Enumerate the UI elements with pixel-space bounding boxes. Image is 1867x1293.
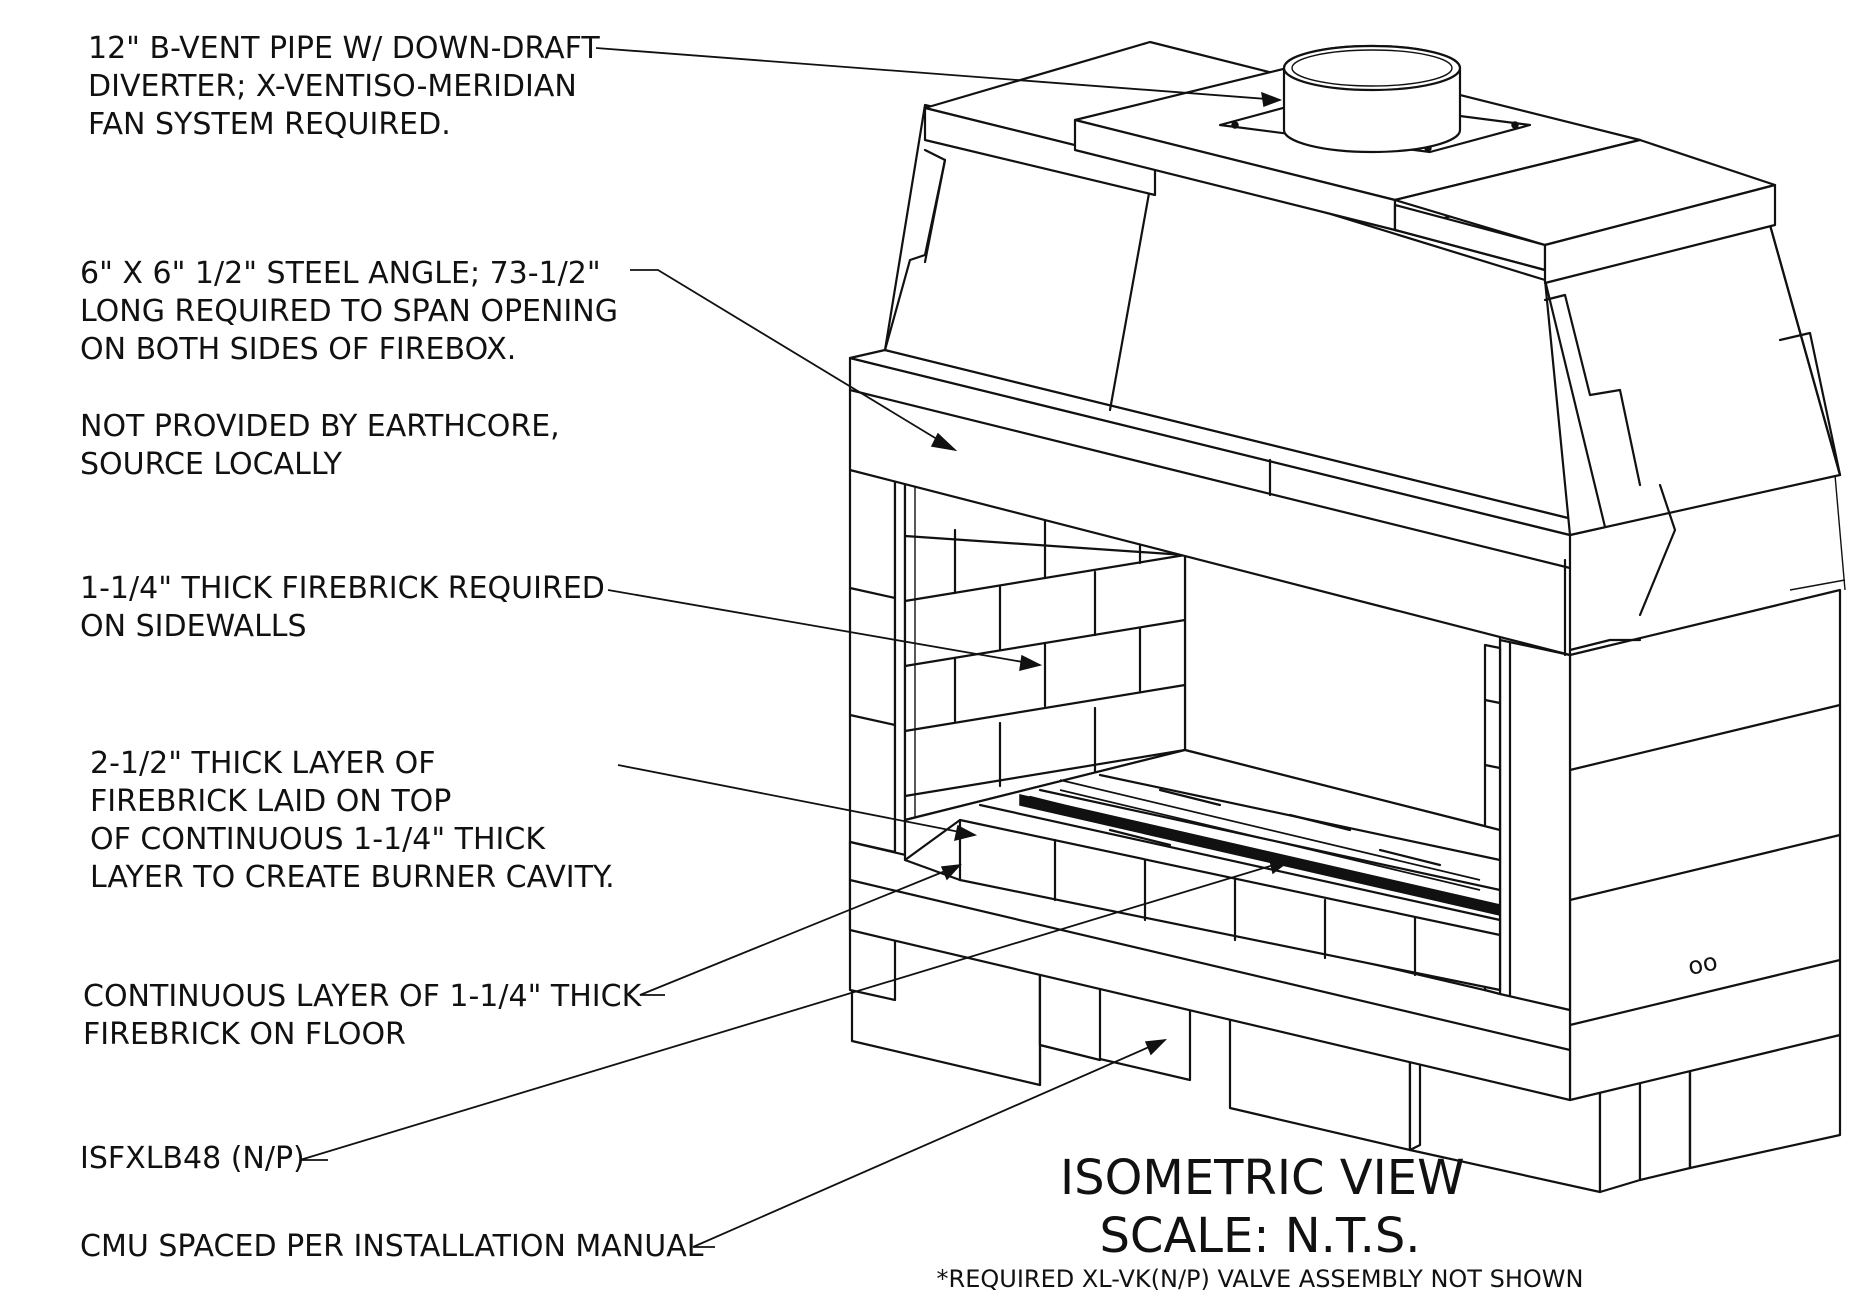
callout-steel-angle: 6" X 6" 1/2" STEEL ANGLE; 73-1/2" LONG R…	[80, 255, 618, 369]
callout-angle-line-1: 6" X 6" 1/2" STEEL ANGLE; 73-1/2"	[80, 256, 601, 291]
callout-angle-line-3: ON BOTH SIDES OF FIREBOX.	[80, 332, 517, 367]
leader-vent	[595, 47, 1281, 101]
callout-vent-line-3: FAN SYSTEM REQUIRED.	[88, 107, 451, 142]
callout-source-line-1: NOT PROVIDED BY EARTHCORE,	[80, 409, 560, 444]
callout-vent-pipe: 12" B-VENT PIPE W/ DOWN-DRAFT DIVERTER; …	[88, 30, 600, 144]
callout-burner-model: ISFXLB48 (N/P)	[80, 1140, 305, 1178]
callout-vent-line-2: DIVERTER; X-VENTISO-MERIDIAN	[88, 69, 577, 104]
callout-burner-line-1: 2-1/2" THICK LAYER OF	[90, 746, 436, 781]
callout-cmu: CMU SPACED PER INSTALLATION MANUAL	[80, 1228, 703, 1266]
callout-burner-line-4: LAYER TO CREATE BURNER CAVITY.	[90, 860, 615, 895]
callout-floor-firebrick: CONTINUOUS LAYER OF 1-1/4" THICK FIREBRI…	[83, 978, 641, 1054]
callout-burner-line-2: FIREBRICK LAID ON TOP	[90, 784, 452, 819]
firebox-interior	[903, 481, 1502, 996]
wall-marking: oo	[1685, 947, 1720, 980]
callout-floor-line-2: FIREBRICK ON FLOOR	[83, 1017, 406, 1052]
callout-sidewalls-line-1: 1-1/4" THICK FIREBRICK REQUIRED	[80, 571, 605, 606]
right-side-wall	[1568, 588, 1842, 1102]
callout-floor-line-1: CONTINUOUS LAYER OF 1-1/4" THICK	[83, 979, 642, 1014]
callout-burner-cavity: 2-1/2" THICK LAYER OF FIREBRICK LAID ON …	[90, 745, 615, 897]
lintel-band	[848, 348, 1607, 657]
smoke-chamber	[883, 103, 1846, 652]
footnote: *REQUIRED XL-VK(N/P) VALVE ASSEMBLY NOT …	[936, 1265, 1584, 1293]
leader-floor	[639, 864, 961, 996]
leader-cmu	[692, 1039, 1166, 1248]
view-title: ISOMETRIC VIEW	[1060, 1150, 1465, 1206]
callout-cmu-line-1: CMU SPACED PER INSTALLATION MANUAL	[80, 1229, 704, 1264]
scale-label: SCALE: N.T.S.	[1099, 1208, 1421, 1264]
b-vent-pipe	[1282, 44, 1462, 154]
callout-sidewalls-line-2: ON SIDEWALLS	[80, 609, 307, 644]
callout-burner-line-3: OF CONTINUOUS 1-1/4" THICK	[90, 822, 546, 857]
callout-vent-line-1: 12" B-VENT PIPE W/ DOWN-DRAFT	[88, 31, 600, 66]
callout-angle-line-2: LONG REQUIRED TO SPAN OPENING	[80, 294, 618, 329]
callout-source-line-2: SOURCE LOCALLY	[80, 447, 342, 482]
leader-burner-model	[299, 859, 1291, 1161]
leader-lines	[299, 47, 1293, 1248]
leader-sidewalls	[607, 589, 1041, 666]
leader-burner	[617, 764, 976, 836]
callout-burner-model-line-1: ISFXLB48 (N/P)	[80, 1141, 305, 1176]
callout-source-locally: NOT PROVIDED BY EARTHCORE, SOURCE LOCALL…	[80, 408, 560, 484]
firebox-floor	[903, 748, 1502, 992]
leader-angle	[630, 269, 956, 451]
callout-sidewalls: 1-1/4" THICK FIREBRICK REQUIRED ON SIDEW…	[80, 570, 605, 646]
